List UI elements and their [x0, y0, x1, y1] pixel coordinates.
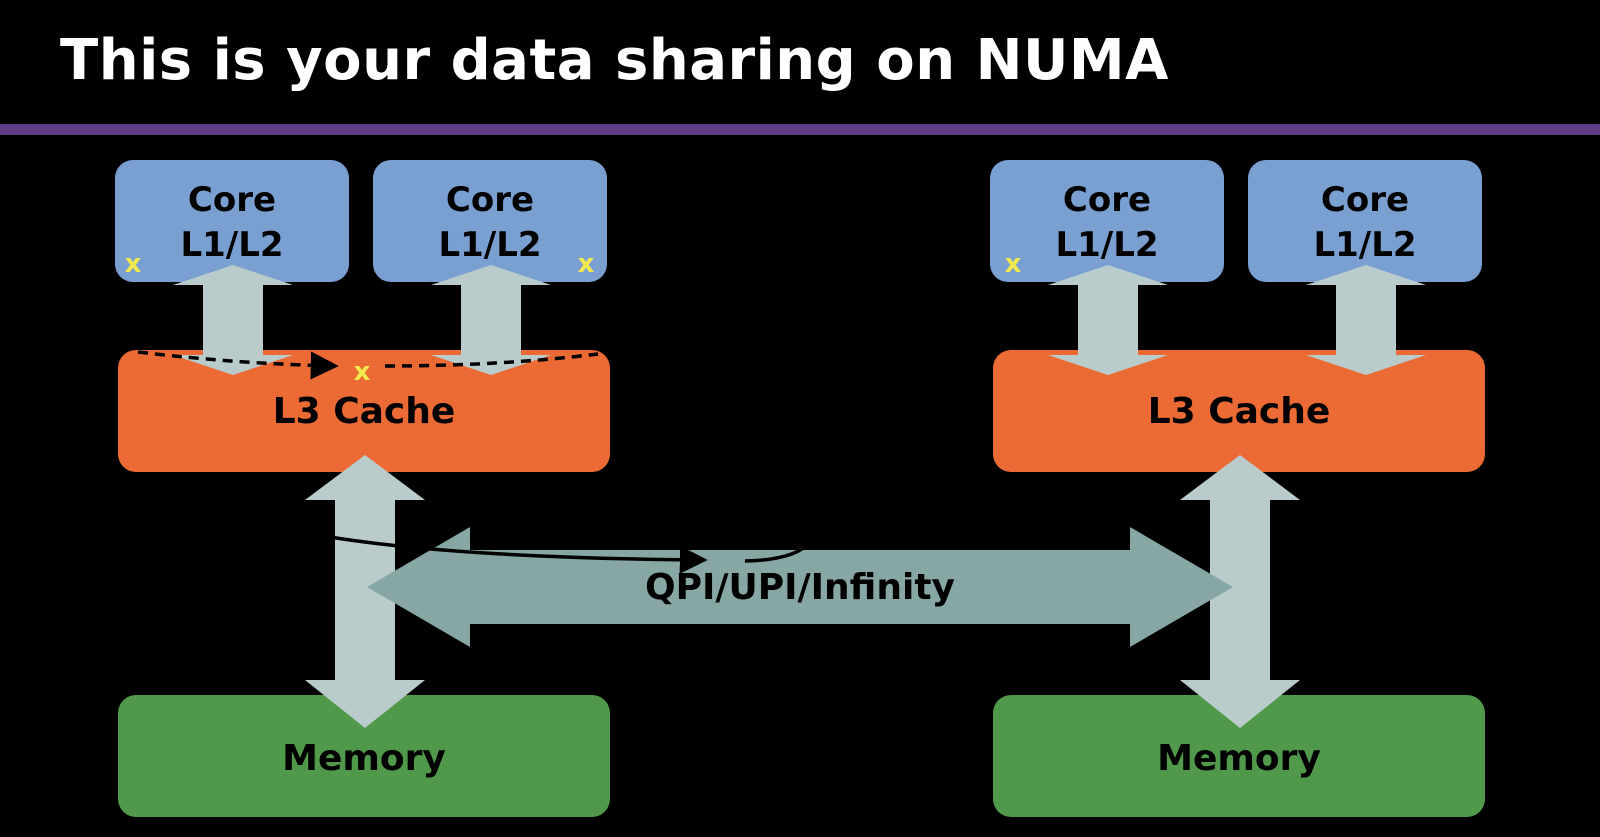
l3-cache-label: L3 Cache — [1148, 391, 1331, 432]
cache-level-label: L1/L2 — [1313, 225, 1416, 265]
cache-level-label: L1/L2 — [180, 225, 283, 265]
l1-to-l3-dashed-path — [137, 350, 339, 380]
l3-cache-label: L3 Cache — [273, 391, 456, 432]
l3-memory-arrow — [305, 455, 425, 728]
cache-level-label: L1/L2 — [1055, 225, 1158, 265]
cross-node-path-tail — [744, 540, 812, 563]
core-l3-arrow — [173, 265, 293, 375]
cross-node-path — [329, 535, 708, 574]
core-label: Core — [1321, 180, 1409, 220]
cache-level-label: L1/L2 — [438, 225, 541, 265]
l3-memory-arrow — [1180, 455, 1300, 728]
l3-cache-box — [993, 350, 1485, 472]
memory-box — [118, 695, 610, 817]
core-box — [1248, 160, 1482, 282]
memory-label: Memory — [1157, 738, 1321, 779]
core-box — [115, 160, 349, 282]
core-box — [373, 160, 607, 282]
title-divider — [0, 124, 1600, 135]
core-label: Core — [446, 180, 534, 220]
slide-title: This is your data sharing on NUMA — [60, 28, 1169, 93]
core-l3-arrow — [431, 265, 551, 375]
interconnect-label: QPI/UPI/Infinity — [645, 567, 955, 608]
core-l3-arrow — [1048, 265, 1168, 375]
l3-cache-box — [118, 350, 610, 472]
core-label: Core — [1063, 180, 1151, 220]
data-copy-mark: x — [1005, 249, 1022, 279]
l3-shared-dashed-path — [384, 352, 599, 368]
data-copy-mark: x — [578, 249, 595, 279]
core-l3-arrow — [1306, 265, 1426, 375]
core-box — [990, 160, 1224, 282]
memory-label: Memory — [282, 738, 446, 779]
memory-box — [993, 695, 1485, 817]
data-copy-mark: x — [125, 249, 142, 279]
data-copy-mark: x — [354, 357, 371, 387]
core-label: Core — [188, 180, 276, 220]
